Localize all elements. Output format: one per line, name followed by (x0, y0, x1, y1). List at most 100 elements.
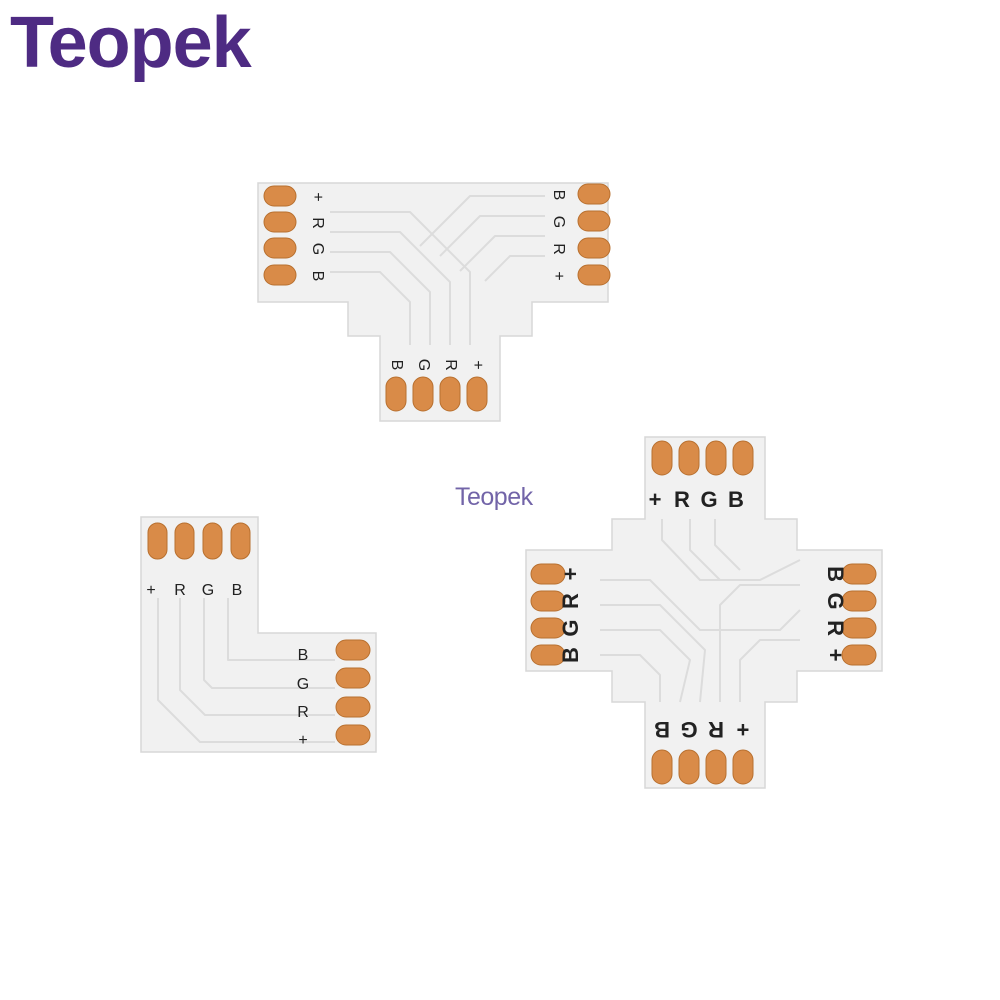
pad (577, 210, 611, 232)
pad (466, 376, 488, 412)
pin-label: B (309, 271, 326, 282)
pad (732, 749, 754, 785)
x-connector-bottom-pads (651, 749, 754, 785)
pin-label: G (415, 359, 432, 371)
pad (530, 644, 566, 666)
x-connector-right-labels: B G R + (823, 566, 848, 661)
t-connector-bottom-labels: B G R + (388, 359, 486, 371)
pin-label: R (674, 487, 690, 512)
pad (577, 264, 611, 286)
pin-label: + (309, 192, 326, 201)
l-connector-board (140, 516, 377, 753)
pad (841, 590, 877, 612)
l-connector-right-labels: B G R + (297, 647, 309, 749)
t-connector-right-labels: B G R + (550, 190, 567, 281)
pin-label: + (469, 360, 486, 369)
l-connector: + R G B B G R + (140, 516, 377, 753)
t-connector-left-pads (263, 185, 297, 286)
pad (147, 522, 168, 560)
l-connector-top-pads (147, 522, 251, 560)
pin-label: R (174, 582, 186, 599)
pin-label: G (680, 717, 697, 742)
pin-label: G (550, 216, 567, 228)
pad (335, 696, 371, 718)
pad (530, 563, 566, 585)
pin-label: G (297, 676, 309, 693)
t-connector-traces (330, 195, 545, 345)
pin-label: B (550, 190, 567, 201)
t-connector-bottom-pads (385, 376, 488, 412)
x-connector-traces (600, 519, 801, 703)
x-connector-board (525, 436, 883, 789)
x-connector-top-pads (651, 440, 754, 476)
x-connector-bottom-labels: B G R + (654, 717, 749, 742)
pin-label: + (550, 271, 567, 280)
pad (335, 667, 371, 689)
pin-label: B (232, 582, 243, 599)
t-connector-right-pads (577, 183, 611, 286)
pin-label: G (823, 592, 848, 609)
pad (174, 522, 195, 560)
pad (678, 440, 700, 476)
t-connector: + R G B B G R + B G R + (257, 182, 611, 422)
pin-label: + (298, 732, 307, 749)
pin-label: R (550, 243, 567, 255)
x-connector-right-pads (841, 563, 877, 666)
pin-label: R (442, 359, 459, 371)
pin-label: B (558, 647, 583, 663)
pin-label: B (388, 360, 405, 371)
pad (230, 522, 251, 560)
pin-label: R (558, 593, 583, 609)
pad (335, 639, 371, 661)
pad (577, 237, 611, 259)
l-connector-top-labels: + R G B (146, 582, 242, 599)
pad (439, 376, 461, 412)
pin-label: + (558, 568, 583, 581)
pin-label: B (728, 487, 744, 512)
pin-label: R (708, 717, 724, 742)
x-connector-top-labels: + R G B (649, 487, 744, 512)
pad (202, 522, 223, 560)
pin-label: R (309, 217, 326, 229)
pad (263, 264, 297, 286)
pin-label: R (823, 620, 848, 636)
pad (841, 617, 877, 639)
pin-label: B (823, 566, 848, 582)
pad (841, 563, 877, 585)
pin-label: B (654, 717, 670, 742)
pin-label: G (700, 487, 717, 512)
pad (705, 440, 727, 476)
t-connector-board (257, 182, 609, 422)
pad (263, 237, 297, 259)
pad (335, 724, 371, 746)
pad (530, 617, 566, 639)
pad (412, 376, 434, 412)
brand-logo: Teopek (10, 3, 252, 83)
pad (651, 440, 673, 476)
pad (530, 590, 566, 612)
pad (705, 749, 727, 785)
pad (678, 749, 700, 785)
l-connector-right-pads (335, 639, 371, 746)
pin-label: + (737, 717, 750, 742)
pad (385, 376, 407, 412)
t-connector-left-labels: + R G B (309, 192, 326, 281)
x-connector-left-pads (530, 563, 566, 666)
pin-label: R (297, 704, 309, 721)
pad (263, 185, 297, 207)
pin-label: B (298, 647, 309, 664)
l-connector-traces (157, 598, 335, 743)
pad (841, 644, 877, 666)
x-connector: + R G B + R G B B G R + B G R + (525, 436, 883, 789)
pin-label: G (202, 582, 214, 599)
pad (651, 749, 673, 785)
watermark: Teopek (455, 483, 533, 511)
pin-label: + (649, 487, 662, 512)
pad (263, 211, 297, 233)
x-connector-left-labels: + R G B (558, 568, 583, 663)
pad (732, 440, 754, 476)
pad (577, 183, 611, 205)
pin-label: G (309, 243, 326, 255)
pin-label: + (146, 582, 155, 599)
